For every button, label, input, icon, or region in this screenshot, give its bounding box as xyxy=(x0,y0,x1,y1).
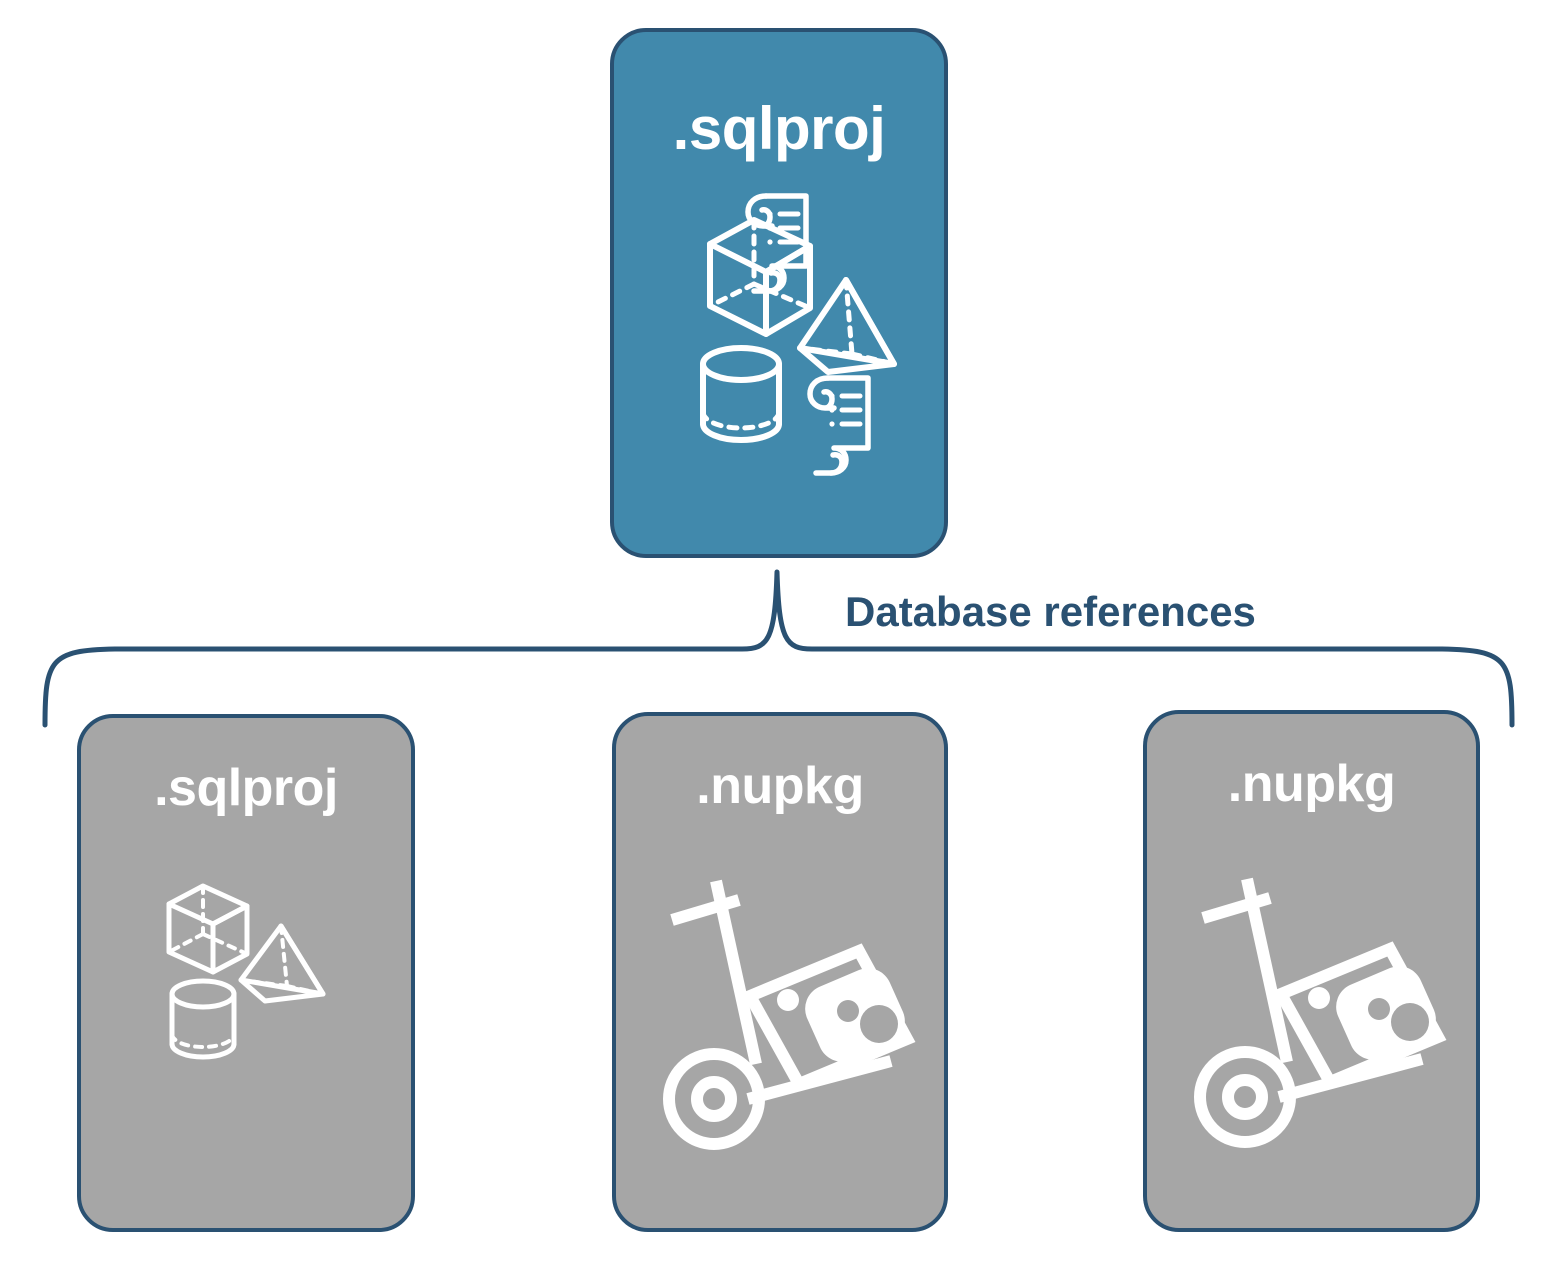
cube-icon xyxy=(707,217,813,337)
parent-card-sqlproj[interactable]: .sqlproj xyxy=(610,28,948,558)
child-card-nupkg-2-icons xyxy=(1147,854,1476,1148)
scroll-icon xyxy=(807,375,871,476)
package-box-icon xyxy=(741,943,916,1092)
child-card-nupkg-2-title: .nupkg xyxy=(1227,755,1396,813)
child-card-nupkg-1-icons xyxy=(616,856,944,1150)
cylinder-icon xyxy=(700,345,782,443)
child-card-nupkg-1-title: .nupkg xyxy=(696,757,864,815)
cylinder-icon xyxy=(169,978,237,1060)
child-card-sqlproj[interactable]: .sqlproj xyxy=(77,714,415,1232)
hand-truck-package-icon xyxy=(663,879,893,1150)
child-card-sqlproj-title: .sqlproj xyxy=(154,759,338,817)
brace-label-database-references: Database references xyxy=(845,588,1256,635)
child-card-sqlproj-icons xyxy=(81,858,411,1108)
scroll-icon xyxy=(745,193,809,294)
nuget-logo-small-dot xyxy=(1308,987,1330,1009)
nuget-logo-small-dot xyxy=(777,989,799,1011)
child-card-nupkg-2[interactable]: .nupkg xyxy=(1143,710,1480,1232)
child-card-nupkg-1[interactable]: .nupkg xyxy=(612,712,948,1232)
nuget-logo-dots xyxy=(837,1000,898,1043)
pyramid-icon xyxy=(238,923,326,1004)
package-box-icon xyxy=(1272,941,1447,1090)
parent-card-title: .sqlproj xyxy=(672,95,886,162)
cube-icon xyxy=(166,883,250,975)
pyramid-icon xyxy=(797,277,897,375)
parent-card-icons xyxy=(614,172,944,476)
nuget-logo-dots xyxy=(1368,998,1429,1041)
